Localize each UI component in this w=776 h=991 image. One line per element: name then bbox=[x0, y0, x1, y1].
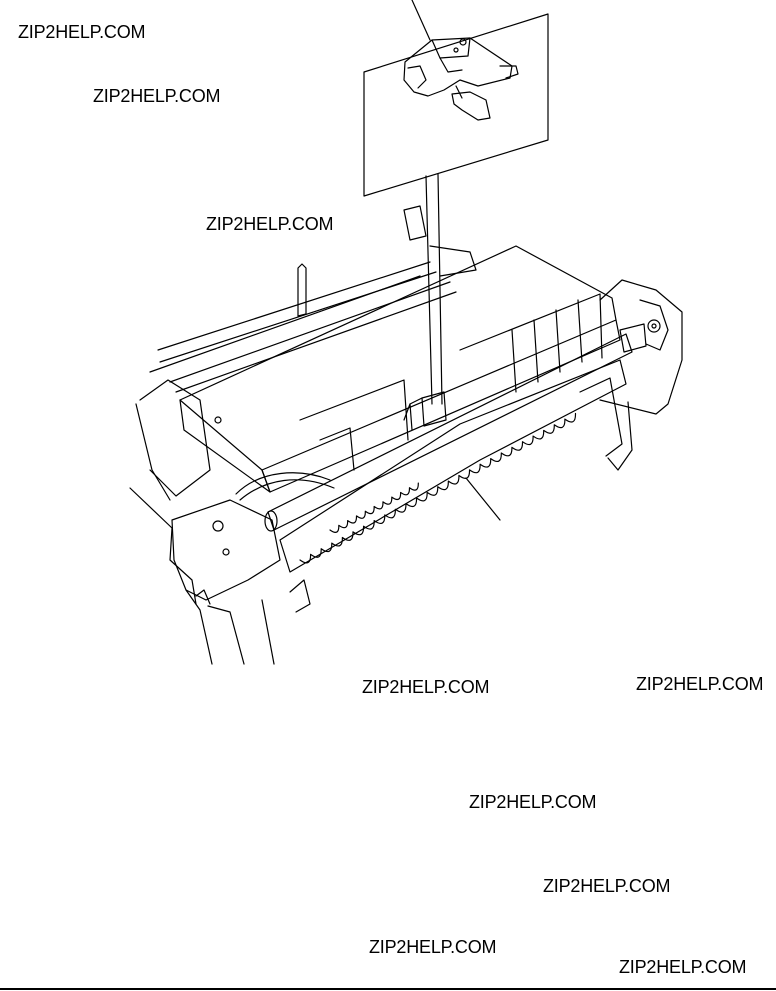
watermark-text: ZIP2HELP.COM bbox=[362, 677, 490, 697]
watermark-text: ZIP2HELP.COM bbox=[543, 876, 671, 896]
page-bottom-rule bbox=[0, 988, 776, 990]
watermark-text: ZIP2HELP.COM bbox=[369, 937, 497, 957]
watermark-text: ZIP2HELP.COM bbox=[636, 674, 764, 694]
sensor-inset-panel bbox=[363, 0, 549, 405]
watermark-text: ZIP2HELP.COM bbox=[619, 957, 747, 977]
paper-feed-assembly bbox=[129, 205, 683, 665]
watermark-text: ZIP2HELP.COM bbox=[469, 792, 597, 812]
watermark-text: ZIP2HELP.COM bbox=[18, 22, 146, 42]
watermark-text: ZIP2HELP.COM bbox=[206, 214, 334, 234]
watermark-text: ZIP2HELP.COM bbox=[93, 86, 221, 106]
